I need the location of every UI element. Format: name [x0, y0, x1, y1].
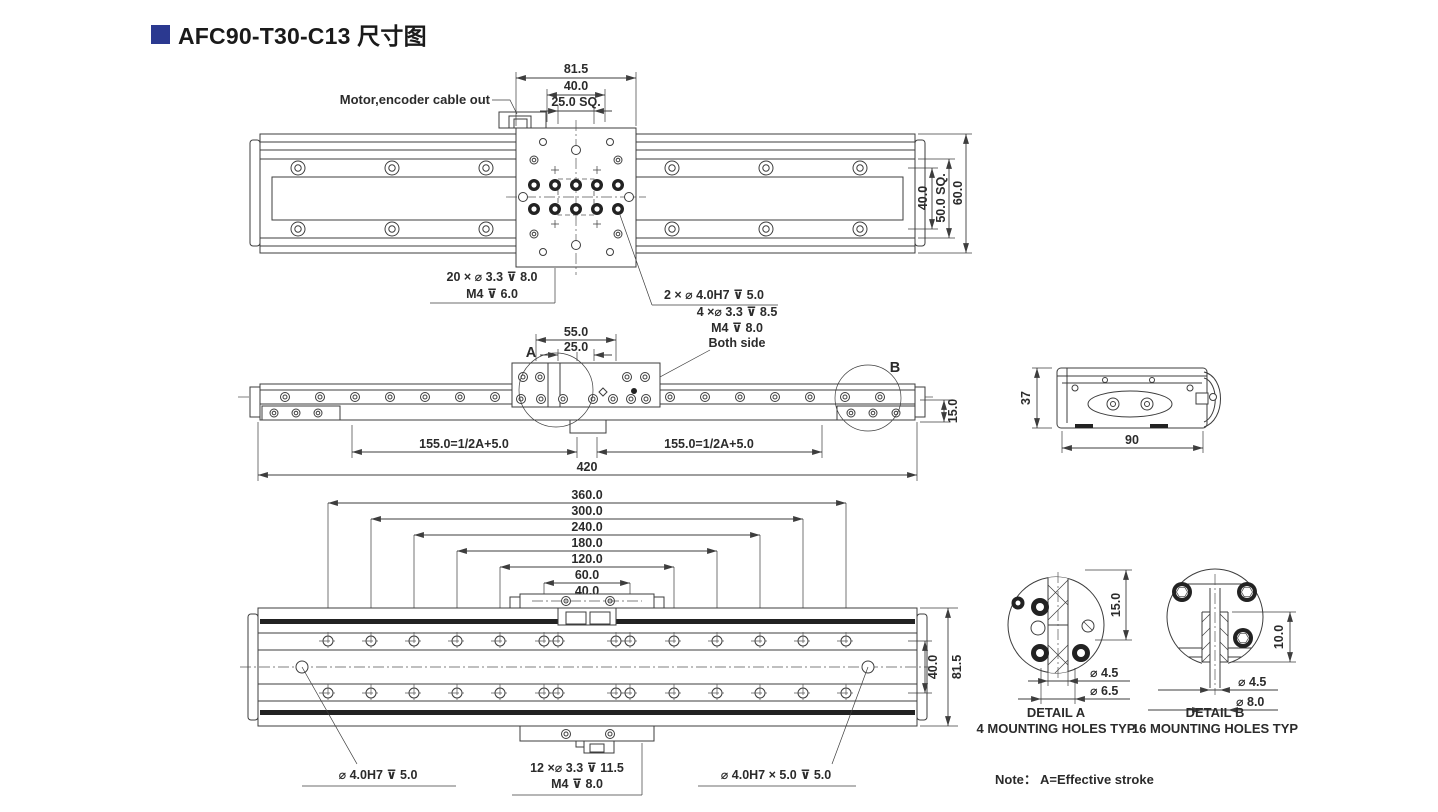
page-title: AFC90-T30-C13 尺寸图	[151, 17, 427, 51]
detail-a-subtitle: 4 MOUNTING HOLES TYP	[977, 721, 1136, 736]
cable-connector	[498, 111, 547, 129]
carriage-side	[511, 362, 661, 408]
dim-180: 180.0	[571, 536, 602, 550]
dim-v50sq: 50.0 SQ.	[934, 173, 948, 222]
carriage-bottom-view-top	[509, 593, 665, 626]
dim-25sq: 25.0 SQ.	[551, 95, 600, 109]
callout-center-holes: 12 ×⌀ 3.3 ⊽ 11.5 M4 ⊽ 8.0	[512, 743, 643, 796]
dim-v81-5: 81.5	[950, 655, 964, 679]
svg-text:⌀ 4.0H7 × 5.0 ⊽ 5.0: ⌀ 4.0H7 × 5.0 ⊽ 5.0	[721, 768, 831, 782]
detail-b-tag: B	[890, 360, 900, 376]
bottom-view: 360.0 300.0 240.0 180.0 120.0 60.0 40.0	[240, 488, 964, 796]
detail-a-dim-d65: ⌀ 6.5	[1090, 684, 1118, 698]
detail-b-screws	[1172, 582, 1257, 648]
dim-420: 420	[577, 460, 598, 474]
dim-v60: 60.0	[951, 181, 965, 205]
dim-81-5: 81.5	[564, 62, 588, 76]
detail-b-title: DETAIL B	[1186, 705, 1245, 720]
dim-40: 40.0	[564, 79, 588, 93]
detail-a-holes	[1011, 596, 1095, 662]
dim-300: 300.0	[571, 504, 602, 518]
svg-text:M4 ⊽ 8.0: M4 ⊽ 8.0	[551, 777, 603, 791]
svg-text:⌀ 4.0H7 ⊽ 5.0: ⌀ 4.0H7 ⊽ 5.0	[339, 768, 418, 782]
svg-text:12 ×⌀ 3.3 ⊽ 11.5: 12 ×⌀ 3.3 ⊽ 11.5	[530, 761, 624, 775]
dim-55: 55.0	[564, 325, 588, 339]
svg-text:Both side: Both side	[709, 336, 766, 350]
dim-60: 60.0	[575, 568, 599, 582]
callout-pin-left: ⌀ 4.0H7 ⊽ 5.0	[301, 666, 456, 787]
carriage-bottom-view-bottom	[519, 725, 655, 754]
detail-a-title: DETAIL A	[1027, 705, 1086, 720]
end-view: 37 90	[1019, 367, 1221, 453]
svg-text:2 × ⌀ 4.0H7 ⊽ 5.0: 2 × ⌀ 4.0H7 ⊽ 5.0	[664, 288, 764, 302]
detail-b-counterbore	[1201, 574, 1229, 695]
dim-240: 240.0	[571, 520, 602, 534]
cable-loop	[1195, 371, 1221, 428]
detail-b-subtitle: 16 MOUNTING HOLES TYP	[1132, 721, 1298, 736]
dim-15: 15.0	[946, 399, 960, 423]
front-view: A B 55.0 25.0 155.0=1/2A+5.0 155.0=1/2A+…	[238, 325, 960, 481]
detail-a-dim-15: 15.0	[1109, 593, 1123, 617]
svg-text:20 × ⌀ 3.3 ⊽ 8.0: 20 × ⌀ 3.3 ⊽ 8.0	[447, 270, 538, 284]
dim-360: 360.0	[571, 488, 602, 502]
callout-20-holes: 20 × ⌀ 3.3 ⊽ 8.0 M4 ⊽ 6.0	[430, 268, 556, 304]
detail-b: 10.0 ⌀ 4.5 ⌀ 8.0 DETAIL B 16 MOUNTING HO…	[1132, 568, 1298, 736]
detail-b-dim-10: 10.0	[1272, 625, 1286, 649]
svg-text:M4 ⊽ 6.0: M4 ⊽ 6.0	[466, 287, 518, 301]
callout-4-holes: 4 ×⌀ 3.3 ⊽ 8.5 M4 ⊽ 8.0 Both side	[633, 305, 778, 392]
callout-pin-right: ⌀ 4.0H7 × 5.0 ⊽ 5.0	[698, 666, 869, 787]
dim-37: 37	[1019, 391, 1033, 405]
title-bullet-square	[151, 24, 170, 44]
detail-a: 15.0 ⌀ 4.5 ⌀ 6.5 DETAIL A 4 MOUNTING HOL…	[977, 569, 1136, 736]
svg-text:4 ×⌀ 3.3 ⊽ 8.5: 4 ×⌀ 3.3 ⊽ 8.5	[697, 305, 778, 319]
dim-stroke-right: 155.0=1/2A+5.0	[664, 437, 754, 451]
dim-v40: 40.0	[916, 186, 930, 210]
title-text: AFC90-T30-C13 尺寸图	[178, 23, 427, 49]
callout-2-holes: 2 × ⌀ 4.0H7 ⊽ 5.0	[619, 214, 778, 306]
detail-a-tag: A	[526, 345, 537, 361]
detail-a-dim-d45: ⌀ 4.5	[1090, 666, 1118, 680]
top-view: 81.5 40.0 25.0 SQ. 40.0 50.0 SQ. 60.0 Mo…	[249, 62, 972, 392]
detail-b-dim-d45: ⌀ 4.5	[1238, 675, 1266, 689]
detail-b-circle	[834, 364, 902, 432]
cable-out-label: Motor,encoder cable out	[340, 92, 491, 107]
dim-v40b: 40.0	[926, 655, 940, 679]
carriage-hole-pattern	[506, 120, 646, 275]
dim-25: 25.0	[564, 340, 588, 354]
motor-tab	[569, 419, 607, 434]
note-text: Note： A=Effective stroke	[995, 772, 1154, 787]
bottom-dim-stack: 360.0 300.0 240.0 180.0 120.0 60.0 40.0	[327, 488, 847, 693]
rail-end-cap-left	[249, 139, 261, 247]
dim-stroke-left: 155.0=1/2A+5.0	[419, 437, 509, 451]
detail-b-dim-d80: ⌀ 8.0	[1236, 695, 1264, 709]
dim-120: 120.0	[571, 552, 602, 566]
svg-text:M4 ⊽ 8.0: M4 ⊽ 8.0	[711, 321, 763, 335]
dim-90: 90	[1125, 433, 1139, 447]
